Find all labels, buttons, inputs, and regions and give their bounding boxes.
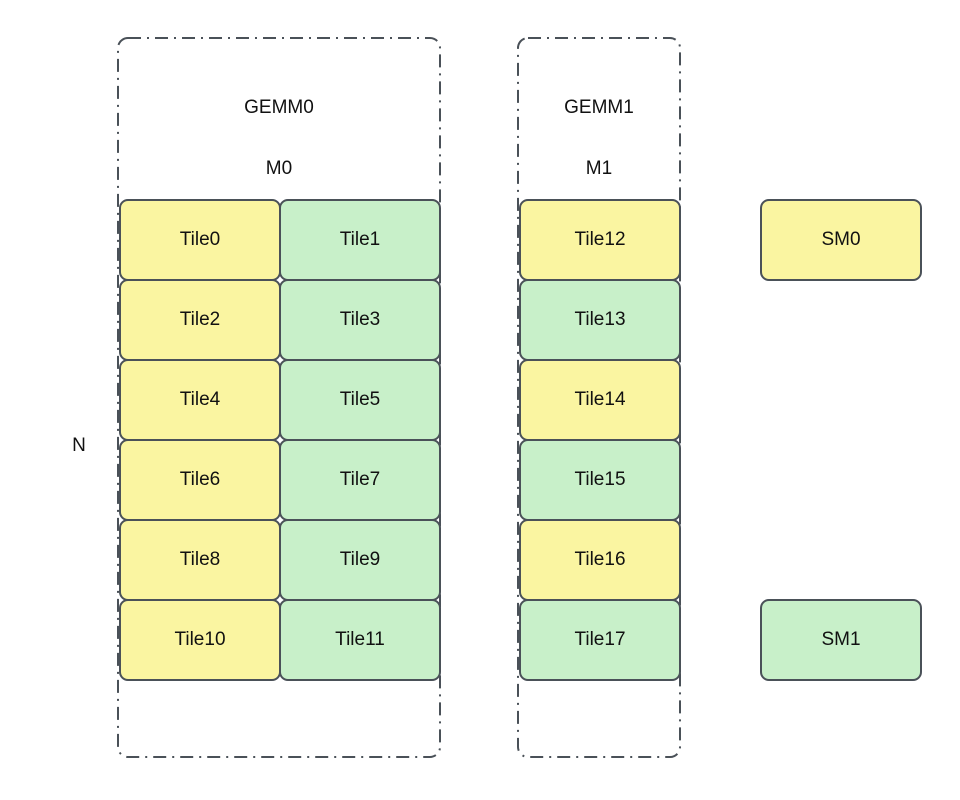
gemm1-dim-label: M1 xyxy=(585,158,613,179)
tile-tile1: Tile1 xyxy=(279,199,441,281)
tile-tile7: Tile7 xyxy=(279,439,441,521)
tile-tile0: Tile0 xyxy=(119,199,281,281)
tile-tile8: Tile8 xyxy=(119,519,281,601)
tile-tile4: Tile4 xyxy=(119,359,281,441)
gemm0-title: GEMM0 xyxy=(244,97,314,118)
tile-tile11: Tile11 xyxy=(279,599,441,681)
tile-tile6: Tile6 xyxy=(119,439,281,521)
gemm1-title: GEMM1 xyxy=(564,97,634,118)
tile-tile10: Tile10 xyxy=(119,599,281,681)
n-axis-label: N xyxy=(72,435,86,456)
tile-tile5: Tile5 xyxy=(279,359,441,441)
tile-tile13: Tile13 xyxy=(519,279,681,361)
tile-tile16: Tile16 xyxy=(519,519,681,601)
tile-tile14: Tile14 xyxy=(519,359,681,441)
tile-tile15: Tile15 xyxy=(519,439,681,521)
tile-tile12: Tile12 xyxy=(519,199,681,281)
sm0-box: SM0 xyxy=(760,199,922,281)
tile-tile2: Tile2 xyxy=(119,279,281,361)
tile-tile3: Tile3 xyxy=(279,279,441,361)
tile-tile17: Tile17 xyxy=(519,599,681,681)
sm1-label: SM1 xyxy=(821,629,861,650)
sm1-box: SM1 xyxy=(760,599,922,681)
gemm0-dim-label: M0 xyxy=(265,158,293,179)
sm0-label: SM0 xyxy=(821,229,861,250)
tile-tile9: Tile9 xyxy=(279,519,441,601)
gemm1-boundary xyxy=(517,37,681,758)
